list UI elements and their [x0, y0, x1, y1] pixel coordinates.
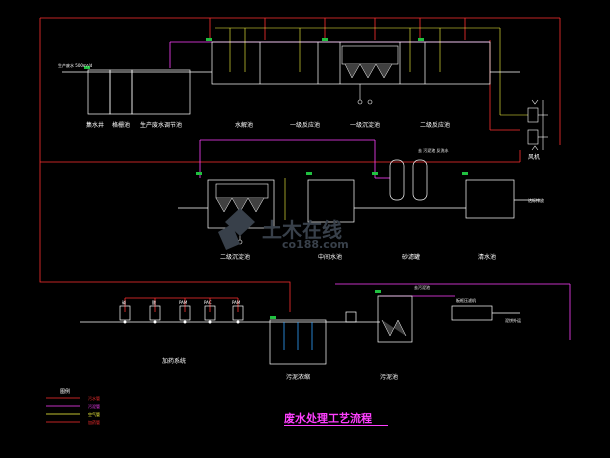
dosing-tag: 酸 [152, 300, 156, 305]
regulating-tank-label: 生产废水调节池 [140, 122, 183, 129]
legend-item: 加药管 [88, 420, 100, 425]
primary-settling-hopper [341, 45, 399, 105]
sludge-tank-fill [381, 319, 407, 337]
hydrolysis-tank-label: 水解池 [235, 122, 254, 129]
dosing-tag: 碱 [122, 300, 126, 305]
legend-item: 污泥管 [88, 404, 100, 409]
filter-backwash-note: 去 污泥池 反洗水 [418, 148, 449, 153]
press-note: 泥饼外运 [505, 318, 521, 323]
dosing-pumps [123, 320, 240, 324]
collection-well-label: 集水井 [86, 122, 105, 129]
row3-structures [80, 295, 520, 365]
blower [527, 99, 548, 151]
legend-lines [46, 397, 80, 423]
secondary-settling-tank-label: 二级沉淀池 [220, 254, 251, 261]
air-pipes [215, 27, 528, 220]
sand-filter-label: 砂滤罐 [402, 254, 421, 261]
primary-settling-tank-label: 一级沉淀池 [350, 122, 381, 129]
sludge-thickener-label: 污泥浓缩 [286, 374, 311, 381]
watermark-text: 土木在线 [262, 218, 342, 242]
sludge-tank-label: 污泥池 [380, 374, 399, 381]
grid-channel-label: 格栅池 [112, 122, 131, 129]
dosing-tag: PAM [232, 300, 241, 305]
outlet-note: 达标排放 [528, 198, 544, 203]
legend-title: 图例 [60, 389, 71, 395]
legend-item: 空气管 [88, 412, 100, 417]
dosing-tag: PAM [179, 300, 188, 305]
tags-row1 [84, 38, 468, 319]
title-underline [284, 425, 388, 426]
dosing-system-label: 加药系统 [162, 358, 187, 365]
secondary-reaction-tank-label: 二级反应池 [420, 122, 451, 129]
blower-label: 风机 [528, 154, 541, 161]
diagram-title: 废水处理工艺流程 [284, 412, 372, 425]
intermediate-tank-label: 中间水池 [318, 254, 343, 261]
legend-item: 污水管 [88, 396, 100, 401]
primary-reaction-tank-label: 一级反应池 [290, 122, 321, 129]
sludge-pumps [283, 322, 313, 350]
row2-structures [178, 159, 540, 229]
clear-water-tank-label: 清水池 [478, 254, 497, 261]
watermark-url: co188.com [282, 238, 349, 251]
dosing-tag: PAC [204, 300, 212, 305]
inlet-label: 生产废水 500m³/d [58, 63, 93, 68]
plate-press-label: 板框压滤机 [456, 298, 476, 303]
sludge-pipes [169, 41, 571, 340]
watermark-logo [218, 208, 255, 250]
row1-structures [62, 41, 520, 115]
to-sludge-note: 去污泥池 [414, 285, 430, 290]
